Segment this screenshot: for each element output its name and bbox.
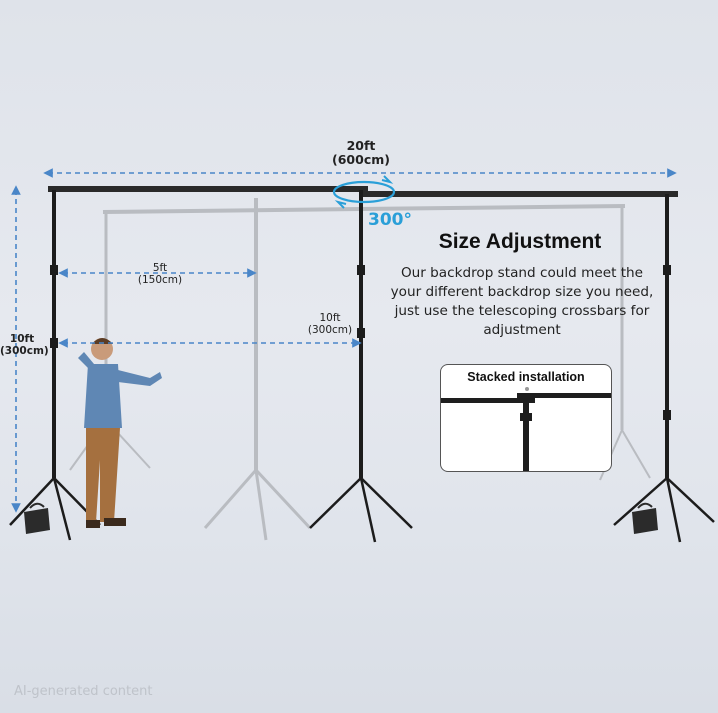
half-span-ft: 5ft [152,262,168,274]
height-cm: (300cm) [0,345,49,358]
section-title: Size Adjustment [438,230,602,253]
sandbag-right [632,502,658,534]
full-span-cm: (300cm) [307,324,353,337]
half-span-cm: (150cm) [137,274,183,287]
total-width-cm: (600cm) [332,152,390,168]
sandbag-left [24,502,50,534]
rotation-arrow-icon [332,175,396,209]
height-label: 10ft (300cm) [0,333,49,358]
stacked-installation-inset: Stacked installation [440,364,612,472]
ai-generated-watermark: AI-generated content [14,684,153,699]
person-figure [78,338,162,528]
section-description: Our backdrop stand could meet the your d… [390,265,654,338]
dark-backdrop-stand [9,186,715,543]
total-width-label: 20ft (600cm) [326,138,396,168]
height-ft: 10ft [9,333,35,345]
rotation-label: 300° [368,210,412,230]
stacked-crossbar-diagram [441,387,611,471]
light-backdrop-stand [69,198,651,541]
full-span-label: 10ft (300cm) [300,312,360,336]
half-span-label: 5ft (150cm) [130,262,190,286]
dimension-lines [11,168,677,513]
full-span-ft: 10ft [319,312,341,324]
inset-title: Stacked installation [467,370,585,384]
total-width-ft: 20ft [346,138,376,153]
